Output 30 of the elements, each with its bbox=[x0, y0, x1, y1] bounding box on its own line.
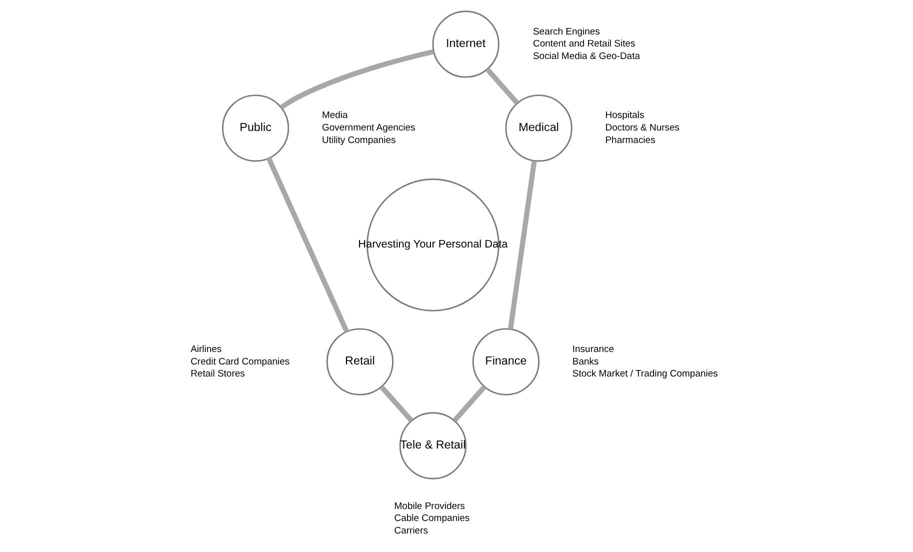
connector bbox=[452, 385, 486, 422]
node-circle: Public bbox=[222, 94, 290, 162]
node-label: Mobile Providers bbox=[394, 500, 465, 512]
connector bbox=[280, 49, 434, 110]
connector bbox=[508, 160, 537, 330]
node-circle: Finance bbox=[472, 328, 540, 396]
node-label: Media bbox=[322, 110, 348, 122]
node-circle: Medical bbox=[505, 94, 572, 162]
node-label: Government Agencies bbox=[322, 122, 416, 134]
node-label: Hospitals bbox=[605, 110, 644, 122]
node-label: Insurance bbox=[572, 344, 614, 355]
connector bbox=[266, 157, 349, 333]
node-label: Doctors & Nurses bbox=[605, 122, 680, 134]
node-label: Retail Stores bbox=[190, 368, 245, 380]
node-label: Utility Companies bbox=[322, 135, 396, 146]
node-circle: Tele & Retail bbox=[399, 412, 467, 480]
node-label: Cable Companies bbox=[394, 513, 470, 524]
node-circle: Retail bbox=[326, 328, 394, 396]
node-label: Social Media & Geo-Data bbox=[532, 51, 640, 62]
connector bbox=[485, 68, 520, 105]
node-label: Carriers bbox=[394, 526, 428, 537]
node-label: Content and Retail Sites bbox=[532, 38, 636, 50]
node-label: Pharmacies bbox=[605, 135, 656, 146]
node-label: Banks bbox=[572, 356, 599, 368]
node-circle: Internet bbox=[432, 10, 500, 78]
connector bbox=[380, 385, 414, 422]
node-label: Airlines bbox=[190, 344, 222, 355]
node-label: Stock Market / Trading Companies bbox=[572, 368, 718, 380]
node-label: Credit Card Companies bbox=[190, 356, 290, 368]
node-label: Search Engines bbox=[532, 26, 600, 38]
